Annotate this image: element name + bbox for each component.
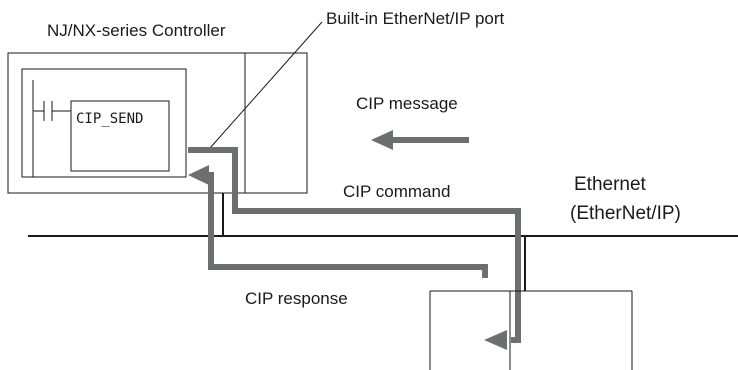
controller-label: NJ/NX-series Controller: [47, 21, 226, 40]
cip-message-arrow: [371, 130, 469, 150]
port-label: Built-in EtherNet/IP port: [326, 9, 505, 28]
ethernet-label: Ethernet: [574, 174, 647, 195]
cip-response-arrow: [188, 165, 488, 278]
remote-device: [429, 290, 633, 370]
cip-command-arrowhead: [484, 330, 507, 350]
cip-command-arrow: [188, 147, 521, 343]
cip-command-label: CIP command: [343, 182, 450, 201]
function-block-label: CIP_SEND: [76, 111, 143, 127]
port-leader-line: [209, 21, 323, 149]
controller-housing: [7, 52, 308, 194]
ethernet-label-sub: (EtherNet/IP): [570, 203, 681, 224]
function-block: [70, 100, 170, 172]
cip-message-label: CIP message: [356, 94, 458, 113]
cip-response-label: CIP response: [245, 289, 348, 308]
program-area: [21, 68, 187, 178]
ladder-contact-icon: [33, 101, 71, 121]
